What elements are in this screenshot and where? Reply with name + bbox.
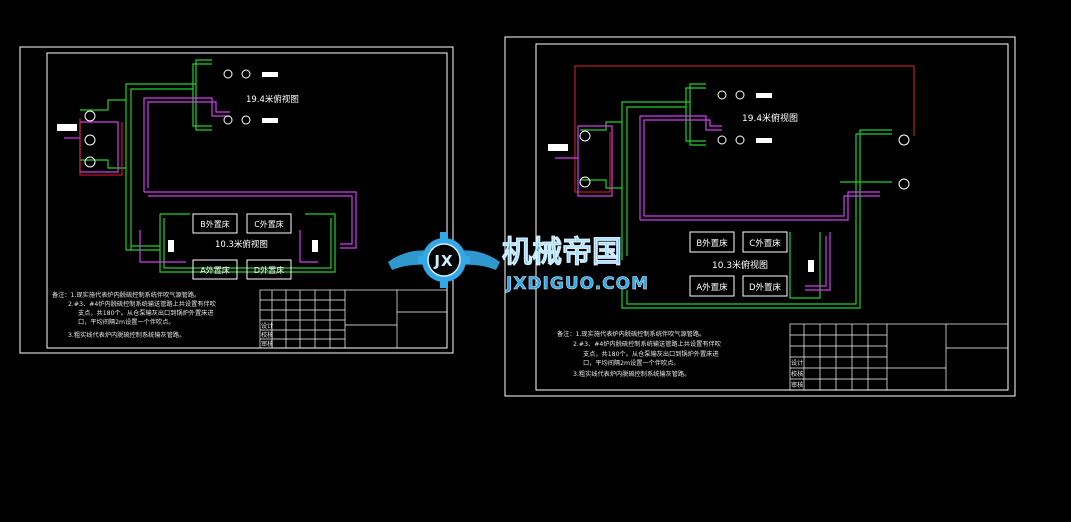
outlet-tag bbox=[262, 72, 278, 77]
title-row-label: 设计 bbox=[791, 359, 803, 367]
sheet-inner-frame bbox=[535, 43, 1009, 391]
unit-c-bed: C外置床 bbox=[246, 213, 292, 234]
svg-text:C外置床: C外置床 bbox=[254, 219, 284, 229]
unit-d-bed: D外置床 bbox=[246, 259, 292, 280]
title-block bbox=[789, 323, 1009, 391]
mid-view-label: 10.3米俯视图 bbox=[215, 239, 268, 250]
svg-text:D外置床: D外置床 bbox=[749, 282, 782, 293]
outlet-tag bbox=[756, 93, 772, 98]
sheet-outer-frame bbox=[19, 46, 454, 354]
svg-text:支点，共180个。从仓泵输灰出口到锅炉外置床进: 支点，共180个。从仓泵输灰出口到锅炉外置床进 bbox=[583, 350, 719, 358]
unit-a-bed: A外置床 bbox=[689, 275, 735, 297]
svg-text:A外置床: A外置床 bbox=[200, 265, 229, 275]
hopper-block bbox=[312, 240, 318, 252]
unit-a-bed: A外置床 bbox=[192, 259, 238, 280]
watermark: JX 机械帝国 JXDIGUO.COM bbox=[388, 232, 649, 294]
red-pipe bbox=[574, 132, 611, 193]
title-block bbox=[259, 289, 448, 349]
inlet-tag bbox=[57, 124, 77, 131]
svg-text:3.粗实线代表炉内脱硫控制系统输灰管路。: 3.粗实线代表炉内脱硫控制系统输灰管路。 bbox=[573, 370, 690, 378]
notes-block: 备注：1.现实施代表炉内脱硫控制系统伴吹气源管路。 2.#3、#4炉内脱硫控制系… bbox=[52, 291, 216, 339]
title-row-label: 审核 bbox=[791, 381, 803, 389]
svg-text:2.#3、#4炉内脱硫控制系统输送管路上共设置有伴吹: 2.#3、#4炉内脱硫控制系统输送管路上共设置有伴吹 bbox=[68, 300, 216, 308]
hopper-block bbox=[168, 240, 174, 252]
magenta-pipe-network bbox=[555, 115, 880, 291]
valve-symbols bbox=[548, 90, 910, 272]
svg-text:备注：1.现实施代表炉内脱硫控制系统伴吹气源管路。: 备注：1.现实施代表炉内脱硫控制系统伴吹气源管路。 bbox=[557, 330, 705, 338]
svg-text:B外置床: B外置床 bbox=[200, 219, 230, 229]
unit-b-bed: B外置床 bbox=[192, 213, 238, 234]
svg-text:C外置床: C外置床 bbox=[749, 238, 781, 249]
inlet-tag bbox=[548, 144, 568, 151]
title-row-label: 设计 bbox=[261, 322, 273, 330]
svg-text:支点，共180个。从仓泵输灰出口到锅炉外置床进: 支点，共180个。从仓泵输灰出口到锅炉外置床进 bbox=[78, 309, 214, 317]
top-view-label: 19.4米俯视图 bbox=[742, 112, 798, 124]
watermark-cn-text: 机械帝国 bbox=[502, 235, 622, 270]
magenta-pipe-network bbox=[64, 97, 357, 263]
hopper-block bbox=[808, 260, 814, 272]
red-pipe bbox=[79, 118, 123, 176]
unit-c-bed: C外置床 bbox=[742, 231, 788, 253]
title-row-label: 校核 bbox=[261, 331, 273, 339]
svg-text:3.粗实线代表炉内脱硫控制系统输灰管路。: 3.粗实线代表炉内脱硫控制系统输灰管路。 bbox=[68, 331, 185, 339]
notes-block: 备注：1.现实施代表炉内脱硫控制系统伴吹气源管路。 2.#3、#4炉内脱硫控制系… bbox=[557, 330, 721, 378]
watermark-en-text: JXDIGUO.COM bbox=[505, 274, 649, 294]
title-row-label: 审核 bbox=[261, 340, 273, 348]
red-pipe bbox=[574, 65, 915, 136]
drawing-sheet-right: 19.4米俯视图 10.3米俯视图 B外置床 C外置床 A外置床 D外置床 备注… bbox=[504, 36, 1016, 397]
unit-b-bed: B外置床 bbox=[689, 231, 735, 253]
outlet-tag bbox=[262, 118, 278, 123]
mid-view-label: 10.3米俯视图 bbox=[712, 259, 768, 271]
valve-symbols bbox=[57, 69, 318, 252]
svg-text:JX: JX bbox=[433, 252, 453, 270]
outlet-tag bbox=[756, 138, 772, 143]
unit-d-bed: D外置床 bbox=[742, 275, 788, 297]
sheet-inner-frame bbox=[46, 52, 448, 349]
svg-text:2.#3、#4炉内脱硫控制系统输送管路上共设置有伴吹: 2.#3、#4炉内脱硫控制系统输送管路上共设置有伴吹 bbox=[573, 340, 721, 348]
sheet-outer-frame bbox=[504, 36, 1016, 397]
svg-text:D外置床: D外置床 bbox=[254, 265, 284, 275]
svg-text:A外置床: A外置床 bbox=[696, 282, 728, 293]
drawing-sheet-left: 19.4米俯视图 10.3米俯视图 B外置床 C外置床 A外置床 D外置床 备注… bbox=[19, 46, 454, 354]
gear-wings-logo-icon: JX bbox=[388, 232, 500, 288]
svg-text:备注：1.现实施代表炉内脱硫控制系统伴吹气源管路。: 备注：1.现实施代表炉内脱硫控制系统伴吹气源管路。 bbox=[52, 291, 200, 299]
svg-text:B外置床: B外置床 bbox=[696, 238, 728, 249]
top-view-label: 19.4米俯视图 bbox=[246, 94, 299, 105]
svg-text:口，平均间隔2m设置一个伴吹点。: 口，平均间隔2m设置一个伴吹点。 bbox=[78, 318, 175, 326]
green-pipe-network bbox=[580, 83, 892, 309]
svg-text:口，平均间隔2m设置一个伴吹点。: 口，平均间隔2m设置一个伴吹点。 bbox=[583, 359, 680, 367]
title-row-label: 校核 bbox=[791, 370, 803, 378]
